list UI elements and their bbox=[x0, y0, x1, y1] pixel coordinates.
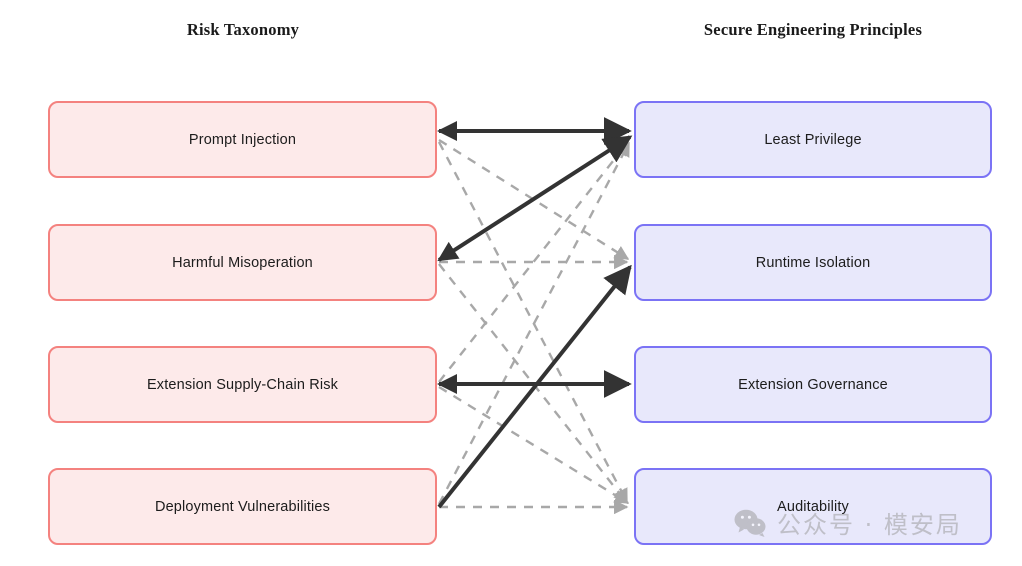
risk-node-harmful-misoperation[interactable]: Harmful Misoperation bbox=[48, 224, 437, 301]
secondary-edges bbox=[437, 138, 631, 515]
principle-node-label: Least Privilege bbox=[764, 131, 862, 148]
principle-node-auditability[interactable]: Auditability bbox=[634, 468, 992, 545]
risk-node-extension-supply-chain-risk[interactable]: Extension Supply-Chain Risk bbox=[48, 346, 437, 423]
risk-node-prompt-injection[interactable]: Prompt Injection bbox=[48, 101, 437, 178]
edge-extension-supply-chain-risk-auditability bbox=[438, 385, 630, 505]
edge-prompt-injection-runtime-isolation bbox=[438, 138, 630, 261]
primary-edges bbox=[437, 117, 633, 509]
edge-harmful-misoperation-least-privilege bbox=[437, 135, 633, 262]
risk-node-deployment-vulnerabilities[interactable]: Deployment Vulnerabilities bbox=[48, 468, 437, 545]
edge-prompt-injection-auditability bbox=[437, 141, 629, 504]
principle-node-label: Auditability bbox=[777, 498, 849, 515]
risk-node-label: Deployment Vulnerabilities bbox=[154, 498, 331, 515]
principle-node-label: Runtime Isolation bbox=[755, 254, 871, 271]
column-heading-secure-engineering-principles: Secure Engineering Principles bbox=[703, 20, 923, 39]
risk-node-label: Harmful Misoperation bbox=[172, 254, 313, 271]
edge-harmful-misoperation-auditability bbox=[438, 263, 628, 505]
principle-node-label: Extension Governance bbox=[738, 376, 888, 393]
edge-extension-supply-chain-risk-least-privilege bbox=[438, 140, 629, 383]
principle-node-runtime-isolation[interactable]: Runtime Isolation bbox=[634, 224, 992, 301]
principle-node-extension-governance[interactable]: Extension Governance bbox=[634, 346, 992, 423]
risk-node-label: Prompt Injection bbox=[188, 131, 297, 148]
edge-deployment-vulnerabilities-least-privilege bbox=[437, 141, 631, 505]
principle-node-least-privilege[interactable]: Least Privilege bbox=[634, 101, 992, 178]
risk-node-label: Extension Supply-Chain Risk bbox=[146, 376, 339, 393]
column-heading-risk-taxonomy: Risk Taxonomy bbox=[186, 20, 300, 39]
edge-deployment-vulnerabilities-runtime-isolation bbox=[437, 264, 632, 509]
